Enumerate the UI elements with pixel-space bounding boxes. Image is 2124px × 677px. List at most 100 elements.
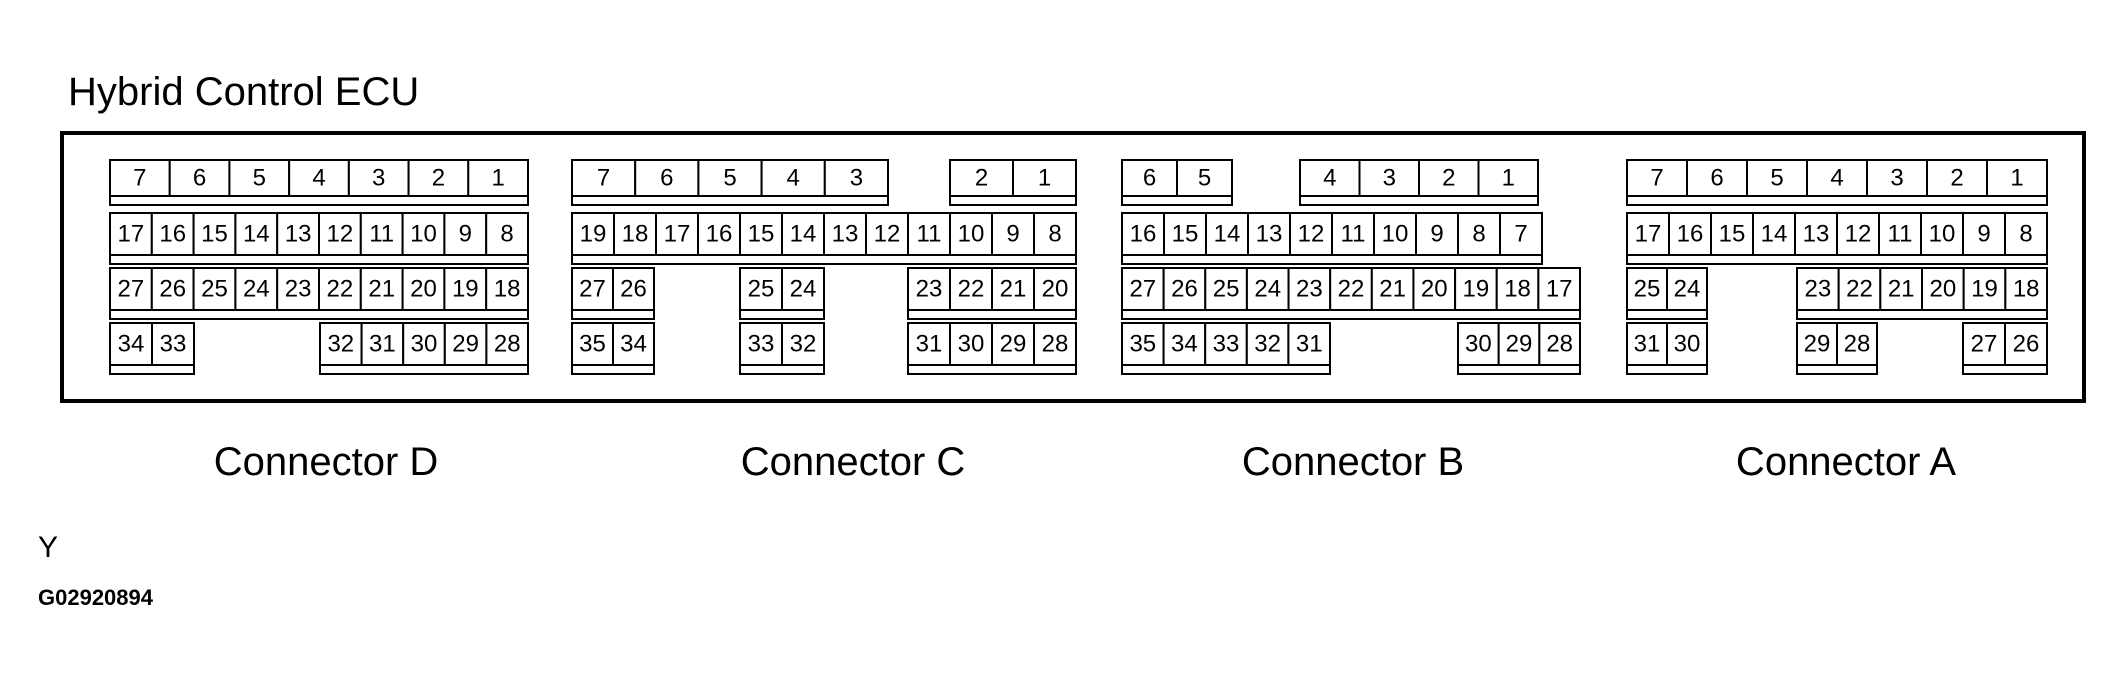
pin-number: 17 — [664, 220, 691, 247]
pin-cell — [1497, 322, 1541, 366]
pin-cell — [781, 322, 825, 366]
pin-number: 4 — [312, 164, 325, 191]
pin-number: 3 — [1383, 164, 1396, 191]
pin-number: 22 — [1338, 275, 1365, 302]
pin-cell — [288, 159, 350, 197]
connector-divider — [109, 254, 529, 265]
pin-cell — [1204, 267, 1248, 311]
connector-divider — [1457, 364, 1581, 375]
pin-number: 9 — [1977, 220, 1990, 247]
pin-number: 9 — [1430, 220, 1443, 247]
pin-cell — [2004, 322, 2048, 366]
pin-cell — [1962, 212, 2006, 256]
pin-number: 18 — [494, 275, 521, 302]
pin-cell — [1495, 267, 1540, 311]
pin-number: 14 — [1214, 220, 1241, 247]
pin-cell — [1866, 159, 1928, 197]
pin-number: 35 — [1129, 330, 1156, 357]
pin-number: 28 — [494, 330, 521, 357]
pin-cell — [318, 212, 362, 256]
pin-number: 12 — [874, 220, 901, 247]
pin-number: 14 — [1761, 220, 1788, 247]
pin-cell — [1412, 267, 1457, 311]
pin-number: 17 — [1635, 220, 1662, 247]
pin-cell — [1033, 212, 1077, 256]
pin-number: 29 — [452, 330, 479, 357]
pin-number: 35 — [579, 330, 606, 357]
pin-cell — [949, 159, 1014, 197]
pin-number: 28 — [1042, 330, 1069, 357]
pin-number: 18 — [2013, 275, 2040, 302]
pin-cell — [1329, 267, 1373, 311]
pin-cell — [1012, 159, 1077, 197]
pin-number: 8 — [1048, 220, 1061, 247]
connector-divider — [571, 195, 889, 206]
pin-cell — [1121, 212, 1165, 256]
pin-cell — [443, 212, 488, 256]
pin-number: 26 — [1171, 275, 1198, 302]
pin-number: 29 — [1506, 330, 1533, 357]
pin-number: 25 — [1213, 275, 1240, 302]
pin-number: 8 — [1472, 220, 1485, 247]
connector-divider — [571, 254, 1077, 265]
pin-number: 2 — [1950, 164, 1963, 191]
pin-cell — [1176, 159, 1233, 197]
pin-number: 21 — [1379, 275, 1406, 302]
pin-cell — [781, 267, 825, 311]
figure-code: G02920894 — [38, 585, 153, 610]
connector-divider — [1962, 364, 2048, 375]
pin-cell — [907, 267, 951, 311]
pin-cell — [443, 267, 488, 311]
pin-number: 33 — [748, 330, 775, 357]
pin-cell — [109, 159, 171, 197]
pin-cell — [1418, 159, 1480, 197]
pin-cell — [1686, 159, 1748, 197]
pin-cell — [655, 212, 699, 256]
pin-number: 31 — [1634, 330, 1661, 357]
pin-cell — [1626, 267, 1668, 311]
pin-number: 25 — [748, 275, 775, 302]
pin-cell — [1666, 322, 1708, 366]
pin-number: 20 — [1042, 275, 1069, 302]
pin-number: 2 — [432, 164, 445, 191]
connector-divider — [1626, 309, 1708, 320]
pin-number: 15 — [1719, 220, 1746, 247]
pin-number: 9 — [1006, 220, 1019, 247]
connector-divider — [1626, 195, 2048, 206]
pin-cell — [1920, 212, 1964, 256]
pin-cell — [823, 212, 867, 256]
pin-number: 4 — [1323, 164, 1336, 191]
pin-number: 27 — [1129, 275, 1156, 302]
pin-number: 27 — [118, 275, 145, 302]
pin-number: 20 — [1929, 275, 1956, 302]
connector-divider — [1121, 309, 1581, 320]
pin-number: 4 — [787, 164, 800, 191]
pin-cell — [949, 322, 993, 366]
pin-cell — [781, 212, 825, 256]
pin-number: 3 — [372, 164, 385, 191]
pin-number: 6 — [660, 164, 673, 191]
pin-cell — [697, 212, 741, 256]
pin-cell — [151, 322, 195, 366]
pin-number: 8 — [500, 220, 513, 247]
pin-number: 5 — [1198, 164, 1211, 191]
pin-cell — [319, 322, 363, 366]
connector-divider — [1121, 195, 1233, 206]
page-title: Hybrid Control ECU — [68, 70, 420, 114]
pin-cell — [1538, 322, 1582, 366]
pin-number: 25 — [201, 275, 228, 302]
pin-cell — [1162, 267, 1207, 311]
pin-cell — [1879, 267, 1924, 311]
connector-b-label: Connector B — [1241, 440, 1465, 484]
pin-number: 11 — [1888, 220, 1913, 247]
pin-cell — [192, 267, 237, 311]
pin-cell — [276, 267, 321, 311]
pin-number: 13 — [1256, 220, 1283, 247]
pin-cell — [1666, 267, 1708, 311]
pin-cell — [1499, 212, 1543, 256]
pin-number: 13 — [832, 220, 859, 247]
pin-number: 34 — [620, 330, 647, 357]
